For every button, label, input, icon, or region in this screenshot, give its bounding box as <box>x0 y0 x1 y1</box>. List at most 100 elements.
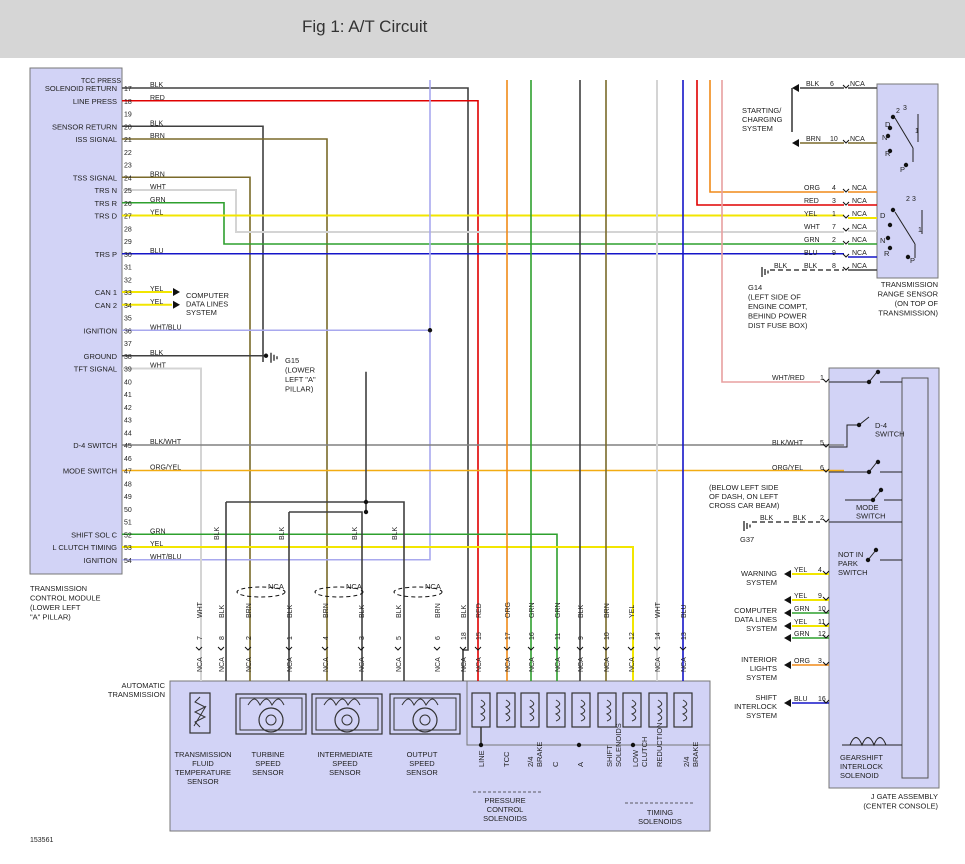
solenoid-symbol <box>520 692 540 728</box>
wire-pin-number: 1 <box>820 375 824 382</box>
tcm-box <box>29 67 123 575</box>
trs-title: TRANSMISSION) <box>878 309 938 318</box>
computer-data-lines-label: COMPUTER <box>186 291 230 300</box>
sensor-label: SPEED <box>409 759 435 768</box>
connector-mark <box>822 609 830 614</box>
tcm-title: "A" PILLAR) <box>30 613 71 622</box>
jgate-title: (CENTER CONSOLE) <box>863 802 938 811</box>
trs-pos-number: 2 <box>896 108 900 115</box>
column-pin-number: 2 <box>246 636 253 640</box>
computer-data-lines-label: DATA LINES <box>186 300 228 309</box>
jgate-system-label: COMPUTER <box>734 606 778 615</box>
trs-position-letter: D <box>885 120 891 129</box>
column-pin-number: 16 <box>529 632 536 640</box>
wire-shift-sol-c <box>122 533 558 681</box>
g15-label: G15 <box>285 356 299 365</box>
column-pin-number: 8 <box>219 636 226 640</box>
jgate-system-arrow <box>784 661 791 669</box>
column-wire-label: BLK <box>287 604 294 618</box>
wire-tft-signal <box>122 367 202 681</box>
column-connector-mark <box>217 646 225 651</box>
trs-pos-number: 1 <box>918 227 922 234</box>
jgate-contact <box>875 369 881 375</box>
connector-mark <box>842 240 850 245</box>
wire-color-label: WHT <box>804 224 821 231</box>
tcm-pin-number: 51 <box>124 520 132 527</box>
wire-trs-red <box>696 80 844 206</box>
jgate-contact <box>878 487 884 493</box>
speed-sensor-rotor <box>265 714 277 726</box>
wire-color-label: BRN <box>150 133 165 140</box>
trs-contact <box>890 207 896 213</box>
trs-contact <box>890 114 896 120</box>
tcm-pin-number: 47 <box>124 469 132 476</box>
wire-markers <box>173 84 923 804</box>
sensor-label: SPEED <box>255 759 281 768</box>
wire-color-label: YEL <box>150 210 163 217</box>
component-boxes <box>29 67 940 832</box>
column-connector-label: NCA <box>655 657 662 672</box>
d4-switch-label: SWITCH <box>875 430 905 439</box>
tcm-pin-number: 33 <box>124 290 132 297</box>
column-connector-mark <box>433 646 441 651</box>
timing-group-label: SOLENOIDS <box>638 817 682 826</box>
column-connector-mark <box>459 646 467 651</box>
column-connector-label: NCA <box>629 657 636 672</box>
column-wire-label: BLU <box>681 604 688 618</box>
wire-color-label: BLK <box>760 515 774 522</box>
wire-pin-number: 1 <box>832 211 836 218</box>
wire-color-label: GRN <box>794 631 810 638</box>
connector-mark <box>842 84 850 89</box>
tcm-pin-number: 43 <box>124 418 132 425</box>
thermistor-symbol <box>193 696 207 728</box>
wire-pin-number: 11 <box>818 619 825 626</box>
column-connector-mark <box>576 646 584 651</box>
computer-data-lines-label: SYSTEM <box>186 308 217 317</box>
speed-sensor-coil <box>323 698 361 707</box>
column-connector-label: NCA <box>396 657 403 672</box>
column-wire-label: GRN <box>555 602 562 618</box>
wire-color-label: WHT <box>150 363 167 370</box>
speed-sensor-rotor <box>419 714 431 726</box>
sensor-label: FLUID <box>192 759 214 768</box>
trs-position-letter: N <box>882 133 887 142</box>
ground-symbol-g15 <box>270 352 278 363</box>
solenoid-symbol <box>622 692 642 728</box>
wire-pin-number: 5 <box>820 440 824 447</box>
wire-color-label: YEL <box>150 286 163 293</box>
column-pin-number: 15 <box>476 632 483 640</box>
jgate-system-label: SYSTEM <box>746 578 777 587</box>
wire-jgate-wht-red <box>721 80 820 383</box>
wire-pin-number: 3 <box>818 658 822 665</box>
column-connector-mark <box>285 646 293 651</box>
column-connector-label: NCA <box>578 657 585 672</box>
tcm-pin-label: IGNITION <box>84 556 117 565</box>
wire-sensor-ground-bus <box>226 501 405 681</box>
jgate-contact <box>856 422 862 428</box>
wire-connector-label: NCA <box>852 211 867 218</box>
tcm-pin-number: 31 <box>124 265 132 272</box>
auto-trans-title: TRANSMISSION <box>108 690 165 699</box>
interlock-solenoid-label: INTERLOCK <box>840 762 883 771</box>
solenoid-label: REDUCTION <box>655 722 664 767</box>
tcm-pin-number: 42 <box>124 405 132 412</box>
speed-sensor-symbol <box>315 697 379 731</box>
wire-connector-label: NCA <box>852 198 867 205</box>
tcm-pin-number: 44 <box>124 430 132 437</box>
wire-connector-label: NCA <box>852 224 867 231</box>
jgate-system-label: INTERLOCK <box>734 702 777 711</box>
wire-connector-label: NCA <box>852 185 867 192</box>
trs-switch-arm <box>894 210 923 258</box>
jgate-inner-bar <box>901 377 929 779</box>
connector-mark <box>842 214 850 219</box>
interlock-solenoid-label: GEARSHIFT <box>840 753 883 762</box>
wire-pin-number: 10 <box>818 606 826 613</box>
tcm-title: CONTROL MODULE <box>30 594 101 603</box>
solenoid-coil <box>579 699 586 722</box>
solenoid-label: 2/4 <box>682 757 691 767</box>
solenoid-symbol <box>673 692 693 728</box>
tft-sensor-symbol <box>189 692 211 734</box>
not-in-park-switch-label: NOT IN <box>838 550 863 559</box>
trs-pos-number: 1 <box>915 128 919 135</box>
starting-charging-label: STARTING/ <box>742 106 782 115</box>
